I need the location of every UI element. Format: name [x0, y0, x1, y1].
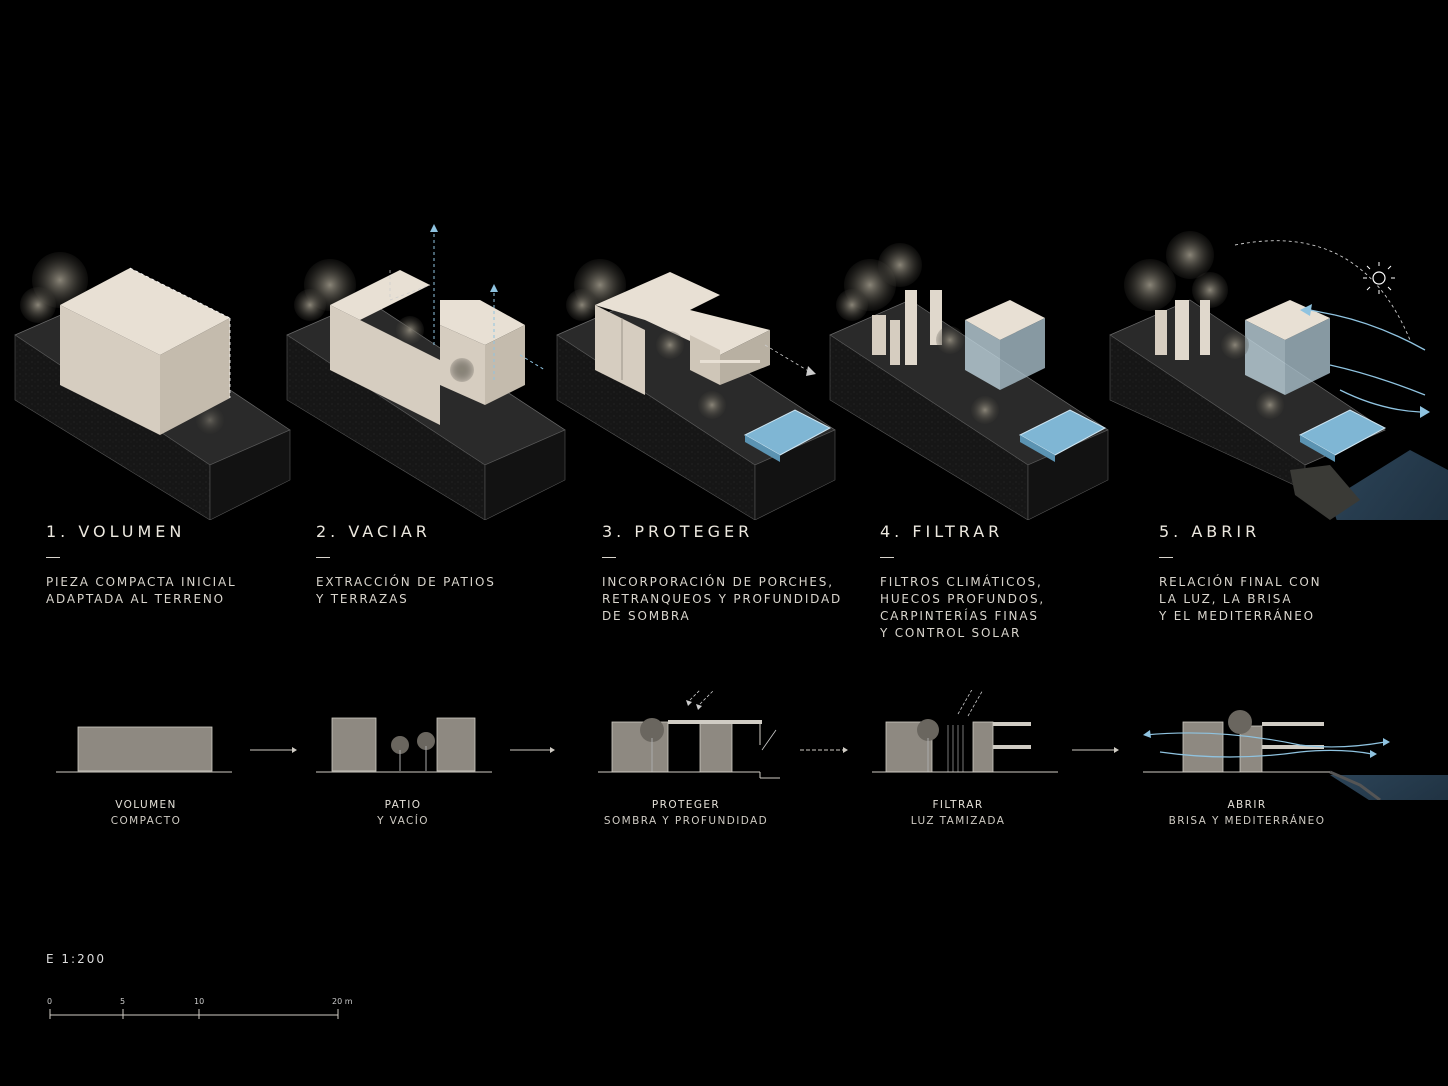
axonometric-sequence — [14, 224, 1448, 520]
scale-tick-label: 5 — [120, 997, 126, 1006]
step-title: 5. ABRIR — [1159, 522, 1261, 541]
step-abrir: 5. ABRIR RELACIÓN FINAL CON LA LUZ, LA B… — [1159, 522, 1409, 625]
step-title: 2. VACIAR — [316, 522, 431, 541]
step-title: 3. PROTEGER — [602, 522, 754, 541]
sea-section — [1330, 775, 1448, 800]
section-label-filtrar: FILTRAR LUZ TAMIZADA — [838, 798, 1078, 829]
section-volumen — [56, 726, 232, 773]
step-divider — [316, 557, 330, 558]
axo-abrir — [1109, 231, 1430, 520]
section-title: PROTEGER — [651, 799, 721, 811]
step-vaciar: 2. VACIAR EXTRACCIÓN DE PATIOS Y TERRAZA… — [316, 522, 566, 608]
step-description: FILTROS CLIMÁTICOS, HUECOS PROFUNDOS, CA… — [880, 575, 1046, 640]
section-subtitle: COMPACTO — [110, 815, 182, 827]
step-description: RELACIÓN FINAL CON LA LUZ, LA BRISA Y EL… — [1159, 575, 1322, 623]
section-title: PATIO — [384, 799, 422, 811]
section-subtitle: SOMBRA Y PROFUNDIDAD — [603, 815, 769, 827]
step-title: 1. VOLUMEN — [46, 522, 186, 541]
section-title: ABRIR — [1227, 799, 1267, 811]
arrow-icon — [1072, 747, 1119, 753]
arrow-icon — [800, 747, 848, 753]
section-label-proteger: PROTEGER SOMBRA Y PROFUNDIDAD — [566, 798, 806, 829]
scale-tick-label: 10 — [194, 997, 205, 1006]
sea-surface — [1330, 450, 1448, 520]
step-divider — [602, 557, 616, 558]
step-description: PIEZA COMPACTA INICIAL ADAPTADA AL TERRE… — [46, 575, 237, 606]
section-patio — [316, 717, 492, 773]
section-label-abrir: ABRIR BRISA Y MEDITERRÁNEO — [1127, 798, 1367, 829]
axo-filtrar — [829, 243, 1109, 520]
scale-bar — [49, 1009, 339, 1019]
section-subtitle: Y VACÍO — [377, 815, 429, 827]
axo-volumen — [14, 252, 291, 520]
section-subtitle: BRISA Y MEDITERRÁNEO — [1168, 815, 1326, 827]
section-filtrar — [872, 690, 1058, 773]
arrow-icon — [510, 747, 555, 753]
axo-proteger — [556, 259, 836, 520]
step-volumen: 1. VOLUMEN PIEZA COMPACTA INICIAL ADAPTA… — [46, 522, 296, 608]
step-description: EXTRACCIÓN DE PATIOS Y TERRAZAS — [316, 575, 496, 606]
step-divider — [880, 557, 894, 558]
scale-tick-label: 20 m — [332, 997, 353, 1006]
axo-vaciar — [286, 224, 566, 520]
section-sequence — [56, 690, 1448, 800]
step-proteger: 3. PROTEGER INCORPORACIÓN DE PORCHES, RE… — [602, 522, 852, 625]
step-description: INCORPORACIÓN DE PORCHES, RETRANQUEOS Y … — [602, 575, 843, 623]
step-divider — [1159, 557, 1173, 558]
arrow-icon — [250, 747, 297, 753]
sun-icon — [1363, 262, 1395, 294]
scale-tick-label: 0 — [47, 997, 53, 1006]
section-subtitle: LUZ TAMIZADA — [910, 815, 1006, 827]
scale-label: E 1:200 — [46, 952, 106, 966]
step-title: 4. FILTRAR — [880, 522, 1004, 541]
section-abrir — [1143, 710, 1390, 800]
section-label-volumen: VOLUMEN COMPACTO — [26, 798, 266, 829]
section-title: FILTRAR — [932, 799, 984, 811]
section-label-patio: PATIO Y VACÍO — [283, 798, 523, 829]
step-divider — [46, 557, 60, 558]
step-filtrar: 4. FILTRAR FILTROS CLIMÁTICOS, HUECOS PR… — [880, 522, 1130, 642]
section-title: VOLUMEN — [115, 799, 177, 811]
section-proteger — [598, 690, 780, 779]
